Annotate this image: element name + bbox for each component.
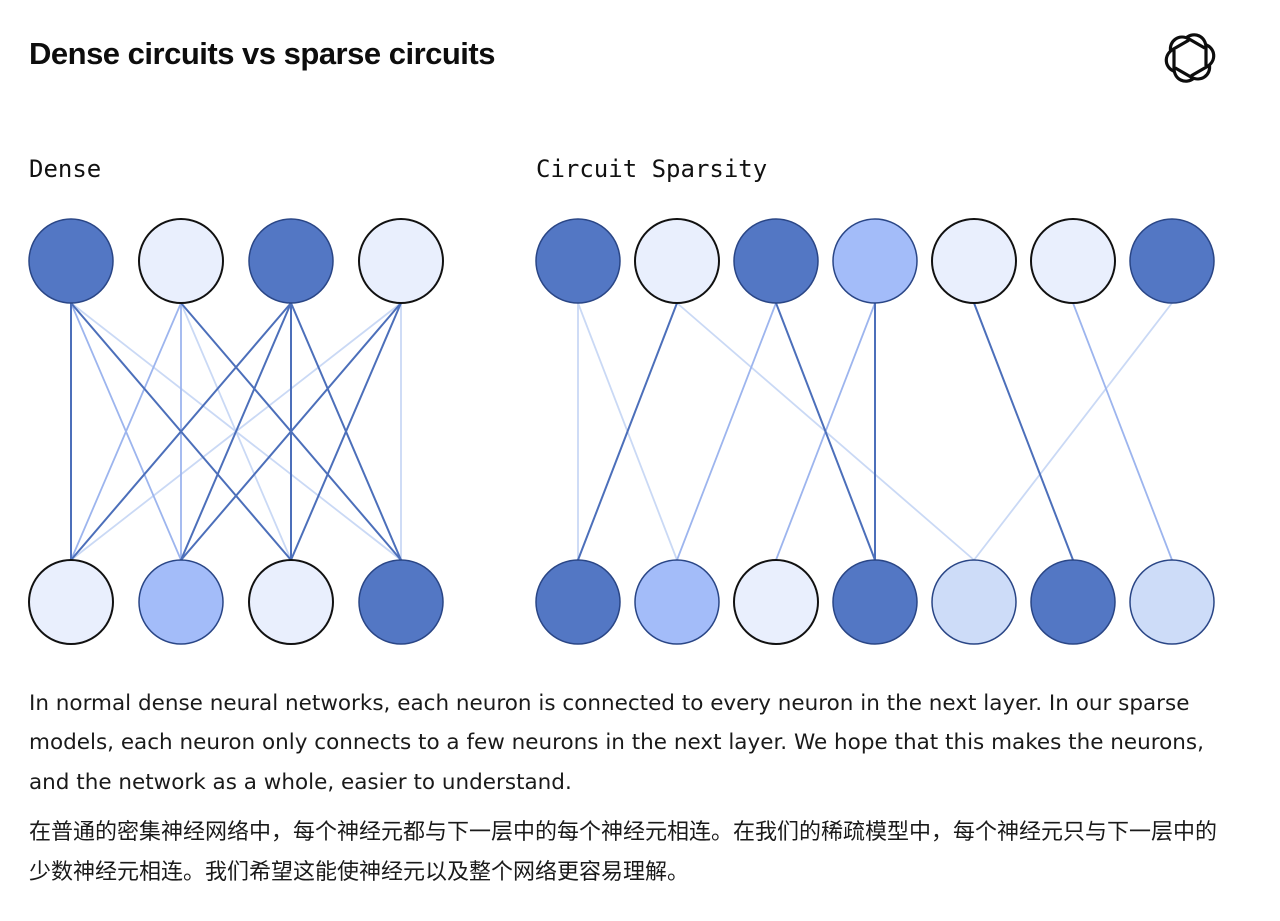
sparse-bottom-neuron-5 — [931, 559, 1017, 645]
sparse-bottom-neuron-1 — [535, 559, 621, 645]
dense-bottom-neuron-1 — [28, 559, 114, 645]
dense-top-neuron-2 — [138, 218, 224, 304]
dense-connection — [70, 302, 182, 561]
sparse-bottom-neuron-6 — [1030, 559, 1116, 645]
sparse-connection — [973, 302, 1173, 561]
dense-top-neuron-4 — [358, 218, 444, 304]
dense-top-neuron-3 — [248, 218, 334, 304]
sparse-connection — [676, 302, 777, 561]
dense-bottom-neuron-3 — [248, 559, 334, 645]
sparse-connection — [577, 302, 678, 561]
sparse-connection — [1072, 302, 1173, 561]
sparse-top-neuron-4 — [832, 218, 918, 304]
sparse-connection — [775, 302, 876, 561]
sparse-bottom-neuron-7 — [1129, 559, 1215, 645]
sparse-connection — [973, 302, 1074, 561]
sparse-top-neuron-5 — [931, 218, 1017, 304]
dense-bottom-neuron-4 — [358, 559, 444, 645]
sparse-bottom-neuron-3 — [733, 559, 819, 645]
sparse-top-neuron-1 — [535, 218, 621, 304]
dense-connection — [290, 302, 402, 561]
dense-top-neuron-1 — [28, 218, 114, 304]
dense-connection — [180, 302, 292, 561]
sparse-top-neuron-6 — [1030, 218, 1116, 304]
openai-logo-icon — [1164, 33, 1216, 83]
page-title: Dense circuits vs sparse circuits — [29, 36, 495, 71]
dense-diagram-label: Dense — [29, 155, 102, 183]
sparse-diagram-label: Circuit Sparsity — [536, 155, 768, 183]
sparse-top-neuron-2 — [634, 218, 720, 304]
dense-edges — [70, 302, 402, 561]
dense-connection — [70, 302, 292, 561]
sparse-edges — [577, 302, 1173, 561]
description-chinese: 在普通的密集神经网络中，每个神经元都与下一层中的每个神经元相连。在我们的稀疏模型… — [29, 820, 1218, 885]
sparse-bottom-neuron-4 — [832, 559, 918, 645]
dense-network — [28, 218, 444, 645]
sparse-top-neuron-7 — [1129, 218, 1215, 304]
sparse-top-neuron-3 — [733, 218, 819, 304]
dense-bottom-neuron-2 — [138, 559, 224, 645]
dense-connection — [180, 302, 402, 561]
description-english: In normal dense neural networks, each ne… — [29, 691, 1204, 795]
sparse-network — [535, 218, 1215, 645]
sparse-bottom-neuron-2 — [634, 559, 720, 645]
